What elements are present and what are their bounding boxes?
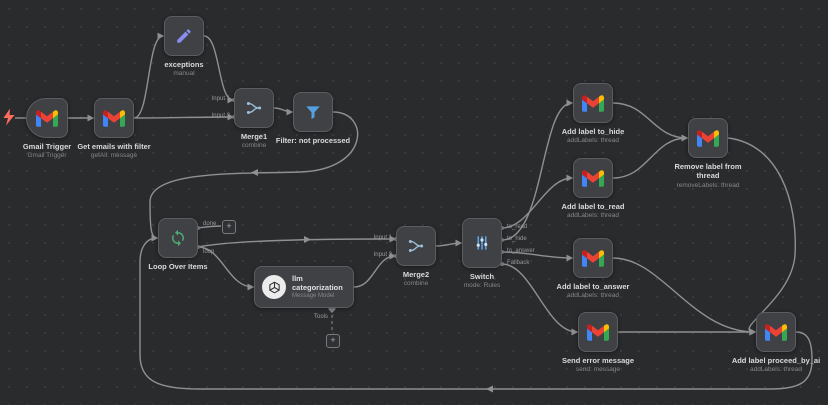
edge-switch-fallback-to-error[interactable] bbox=[501, 263, 579, 336]
loop-icon bbox=[172, 229, 184, 247]
add-node-button-llm-tools[interactable]: + bbox=[326, 334, 340, 348]
merge-icon bbox=[246, 102, 262, 114]
pencil-icon bbox=[177, 29, 191, 43]
trigger-bolt-icon bbox=[3, 108, 15, 126]
edge-merge2-to-switch[interactable] bbox=[435, 239, 463, 247]
port-label-merge1-input2: Input 2 bbox=[211, 113, 230, 119]
port-label-merge2-input2: Input 2 bbox=[373, 252, 392, 258]
edge-llm-to-merge2-input2[interactable] bbox=[353, 252, 397, 288]
port-label-llm-tools: Tools bbox=[313, 314, 328, 320]
edge-loop-to-merge2-input1[interactable] bbox=[197, 235, 397, 248]
gmail-icon bbox=[582, 94, 604, 112]
edge-to-hide-to-remove[interactable] bbox=[612, 102, 689, 142]
edge-switch-to-answer[interactable] bbox=[501, 251, 574, 262]
edge-switch-to-read[interactable] bbox=[501, 174, 574, 229]
gmail-icon bbox=[697, 129, 719, 147]
node-gmail-trigger[interactable]: Gmail Trigger Gmail Trigger bbox=[23, 98, 71, 159]
node-title: llm categorization bbox=[292, 273, 343, 292]
edge-to-read-to-remove[interactable] bbox=[612, 134, 689, 179]
node-get-emails-with-filter[interactable]: Get emails with filter getAll: message bbox=[77, 98, 151, 159]
port-label-merge1-input1: Input 1 bbox=[211, 96, 230, 102]
edge-to-answer-to-proceed[interactable] bbox=[612, 257, 757, 336]
edge-loop-to-llm[interactable] bbox=[197, 246, 255, 291]
edge-get-emails-to-exceptions[interactable] bbox=[133, 32, 165, 119]
node-add-label-to-hide[interactable]: Add label to_hide addLabels: thread bbox=[562, 83, 624, 144]
node-filter-not-processed[interactable]: Filter: not processed bbox=[276, 92, 350, 145]
node-merge1[interactable]: Merge1 combine bbox=[234, 88, 274, 149]
edge-arrow bbox=[486, 385, 493, 393]
add-node-button-loop-done[interactable]: + bbox=[222, 220, 236, 234]
merge-icon bbox=[408, 240, 424, 252]
node-send-error-message[interactable]: Send error message send: message bbox=[562, 312, 634, 373]
node-merge2[interactable]: Merge2 combine bbox=[396, 226, 436, 287]
gmail-icon bbox=[582, 249, 604, 267]
port-label-loop-done: done bbox=[203, 221, 217, 227]
node-add-label-proceed-by-ai[interactable]: Add label proceed_by_ai addLabels: threa… bbox=[732, 312, 820, 373]
gmail-icon bbox=[587, 323, 609, 341]
port-label-switch-fallback: Fallback bbox=[507, 260, 530, 266]
node-exceptions[interactable]: exceptions manual bbox=[164, 16, 204, 77]
edge-merge1-to-filter[interactable] bbox=[273, 107, 294, 116]
openai-icon bbox=[262, 275, 286, 299]
edge-exceptions-to-merge1-input1[interactable] bbox=[203, 35, 235, 104]
gmail-icon bbox=[103, 109, 125, 127]
node-loop-over-items[interactable]: Loop Over Items bbox=[148, 218, 208, 271]
port-label-loop-loop: loop bbox=[203, 249, 215, 255]
port-label-merge2-input1: Input 1 bbox=[373, 235, 392, 241]
port-label-switch-to-read: to_read bbox=[507, 224, 528, 230]
edge-get-emails-to-merge1-input2[interactable] bbox=[133, 113, 235, 121]
edge-remove-to-proceed[interactable] bbox=[727, 137, 796, 336]
edge-filter-to-loop[interactable] bbox=[149, 111, 359, 242]
port-label-switch-to-answer: to_answer bbox=[507, 248, 535, 254]
edge-switch-to-hide[interactable] bbox=[501, 99, 574, 241]
port-label-switch-to-hide: to_hide bbox=[507, 236, 527, 242]
edge-arrow bbox=[304, 236, 311, 243]
node-remove-label-from-thread[interactable]: Remove label from thread removeLabels: t… bbox=[674, 118, 742, 189]
edge-arrow bbox=[251, 169, 258, 176]
edge-proceed-loopback-to-loop[interactable] bbox=[139, 234, 813, 390]
filter-icon bbox=[306, 106, 320, 120]
node-switch[interactable]: Switch mode: Rules bbox=[462, 218, 502, 289]
node-add-label-to-read[interactable]: Add label to_read addLabels: thread bbox=[562, 158, 624, 219]
node-add-label-to-answer[interactable]: Add label to_answer addLabels: thread bbox=[557, 238, 629, 299]
gmail-icon bbox=[765, 323, 787, 341]
gmail-trigger-box[interactable] bbox=[26, 98, 68, 138]
gmail-icon bbox=[36, 109, 58, 127]
node-llm-categorization[interactable]: llm categorization Message Model bbox=[254, 266, 354, 308]
node-subtitle: Message Model bbox=[292, 293, 335, 300]
switch-icon bbox=[476, 236, 488, 250]
gmail-icon bbox=[582, 169, 604, 187]
